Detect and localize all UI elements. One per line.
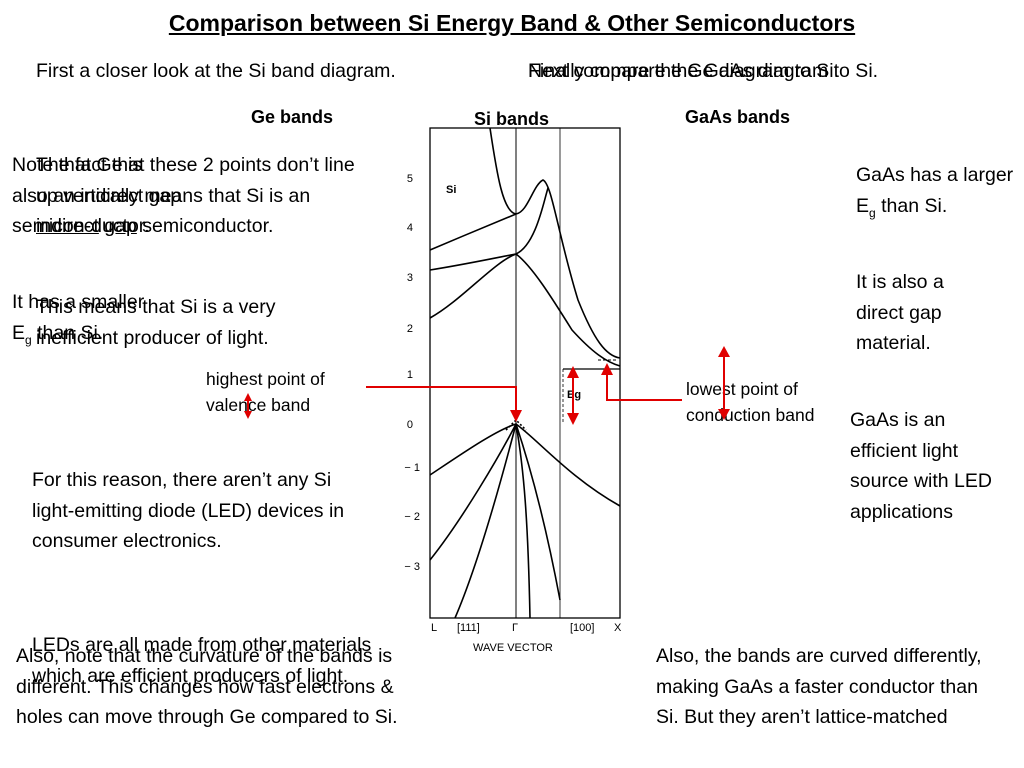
y-tick-label: − 2 <box>404 511 420 523</box>
eg-red-arrow <box>567 366 579 425</box>
conduction-band-lower <box>429 253 517 319</box>
y-tick-label: 4 <box>407 222 413 234</box>
valence-bands <box>429 418 621 619</box>
ge-indirect-note: Note that Ge is also an indirect gap sem… <box>12 154 182 237</box>
x-label-111: [111] <box>457 622 480 634</box>
y-tick-label: 5 <box>407 173 413 185</box>
conduction-bands <box>429 127 621 367</box>
energy-gap-marker: Eg <box>562 359 620 422</box>
si-inefficient-note: This means that Si is a very inefficient… <box>36 296 276 349</box>
gaas-direct-gap-note: It is also a direct gap material. <box>856 271 944 354</box>
x-axis-title: WAVE VECTOR <box>473 642 553 654</box>
subtitle-gaas: Finally compare the GaAs diagram to Si. <box>528 60 879 82</box>
subtitle-si: First a closer look at the Si band diagr… <box>36 60 396 82</box>
eg-label: Eg <box>567 389 581 401</box>
small-red-arrow-right <box>718 346 730 420</box>
valence-top-dashes <box>505 418 527 431</box>
x-label-gamma: Γ <box>512 622 518 634</box>
valence-callout-arrow <box>366 386 522 422</box>
y-tick-label: 1 <box>407 369 413 381</box>
x-label-X: X <box>614 622 622 634</box>
diagram-frame <box>429 127 621 619</box>
gaas-led-note: GaAs is an efficient light source with L… <box>850 409 992 523</box>
y-tick-label: − 1 <box>404 462 420 474</box>
valence-band-3 <box>454 423 531 619</box>
si-indirect-note: The fact that these 2 points don’t line … <box>36 154 355 237</box>
y-tick-label: 2 <box>407 323 413 335</box>
conduction-band-upper <box>489 127 621 359</box>
y-axis-ticks: 5 4 3 2 1 0 − 1 − 2 − 3 <box>404 173 420 573</box>
page-title: Comparison between Si Energy Band & Othe… <box>168 10 856 36</box>
valence-band-label: highest point of valence band <box>206 369 325 415</box>
small-red-arrow-left <box>244 393 252 419</box>
conduction-band-label: lowest point of conduction band <box>686 379 815 425</box>
x-label-L: L <box>431 622 437 634</box>
y-tick-label: 0 <box>407 419 413 431</box>
gaas-conductor-note: Also, the bands are curved differently, … <box>656 645 982 728</box>
led-materials-note: LEDs are all made from other materials w… <box>32 634 372 687</box>
si-no-led-note: For this reason, there aren’t any Si lig… <box>32 469 345 552</box>
x-label-100: [100] <box>570 622 594 634</box>
conduction-callout-arrow <box>601 363 682 401</box>
subtitle-ge: Next compare the Ge diagram to Si. <box>528 60 840 82</box>
gaas-larger-gap-note: GaAs has a larger Eg than Si. <box>856 164 1014 220</box>
conduction-band-L-upper <box>429 213 517 251</box>
y-tick-label: 3 <box>407 272 413 284</box>
valence-band-2 <box>429 421 561 601</box>
header-si-bands: Si bands <box>474 109 550 129</box>
header-gaas-bands: GaAs bands <box>685 107 791 127</box>
conduction-band-middle <box>429 187 549 271</box>
material-label: Si <box>446 184 456 196</box>
header-ge-bands: Ge bands <box>251 107 334 127</box>
y-tick-label: − 3 <box>404 561 420 573</box>
curvature-note: Also, note that the curvature of the ban… <box>16 645 398 728</box>
